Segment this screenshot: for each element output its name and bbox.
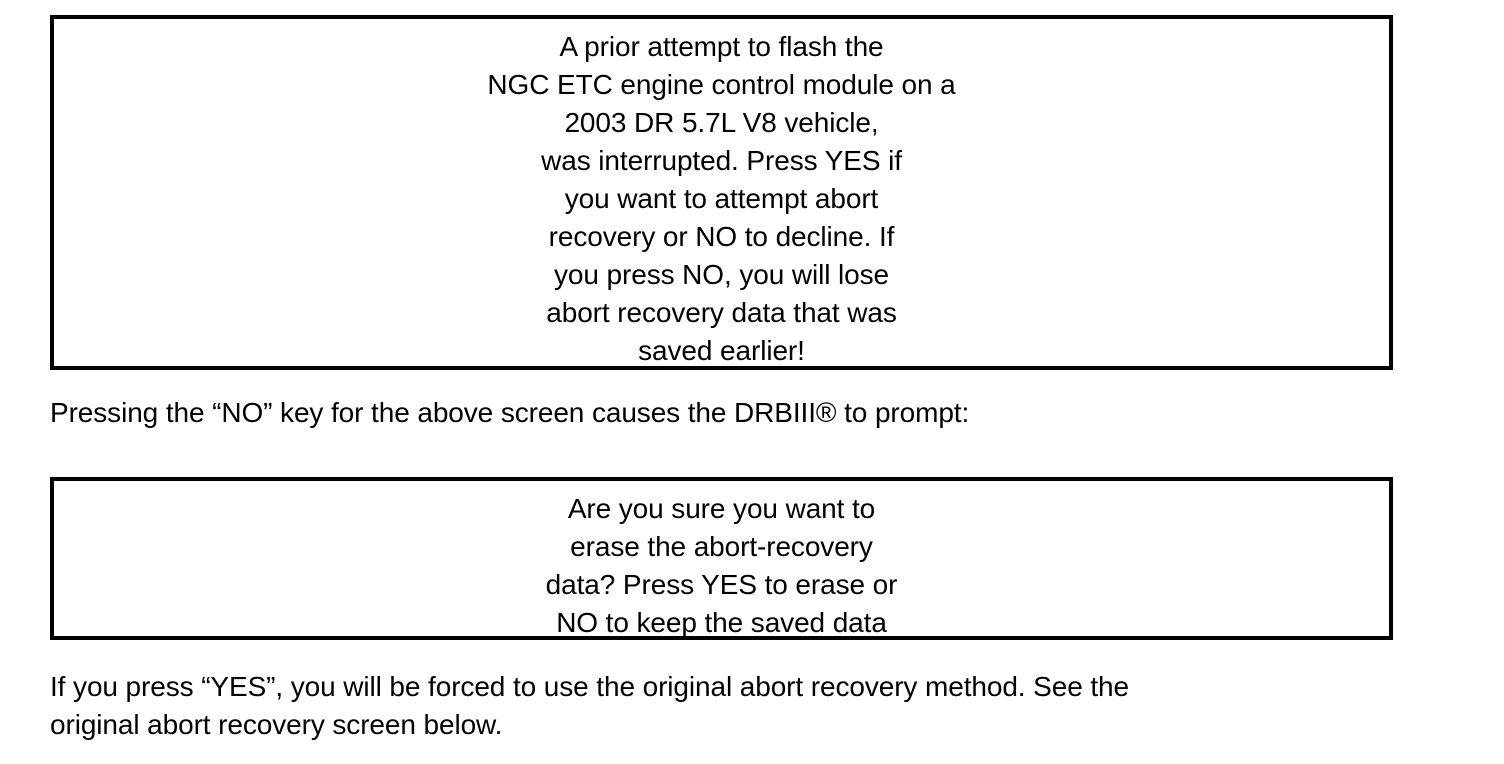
caption-2-line-2: original abort recovery screen below. <box>50 709 503 740</box>
screen-box-1-line-8: abort recovery data that was <box>546 297 897 328</box>
screen-box-2-line-4: NO to keep the saved data <box>556 607 887 638</box>
caption-after-first-screen: Pressing the “NO” key for the above scre… <box>50 394 1393 432</box>
screen-box-1-line-1: A prior attempt to flash the <box>559 31 884 62</box>
screen-box-2-line-2: erase the abort-recovery <box>570 531 873 562</box>
caption-1-line-1: Pressing the “NO” key for the above scre… <box>50 397 970 428</box>
screen-box-1-line-2: NGC ETC engine control module on a <box>487 69 956 100</box>
screen-box-1-line-4: was interrupted. Press YES if <box>541 145 902 176</box>
screen-box-2-line-1: Are you sure you want to <box>567 493 876 524</box>
caption-2-line-1: If you press “YES”, you will be forced t… <box>50 671 1129 702</box>
screen-capture-box-erase-confirmation: Are you sure you want to erase the abort… <box>50 477 1393 640</box>
screen-box-1-line-5: you want to attempt abort <box>564 183 879 214</box>
screen-box-1-line-7: you press NO, you will lose <box>554 259 889 290</box>
caption-after-second-screen: If you press “YES”, you will be forced t… <box>50 668 1393 744</box>
screen-capture-box-abort-recovery-prompt: A prior attempt to flash the NGC ETC eng… <box>50 15 1393 370</box>
screen-box-1-line-3: 2003 DR 5.7L V8 vehicle, <box>564 107 879 138</box>
screen-box-2-line-3: data? Press YES to erase or <box>545 569 898 600</box>
screen-box-1-line-9: saved earlier! <box>638 335 805 366</box>
screen-box-1-line-6: recovery or NO to decline. If <box>548 221 895 252</box>
